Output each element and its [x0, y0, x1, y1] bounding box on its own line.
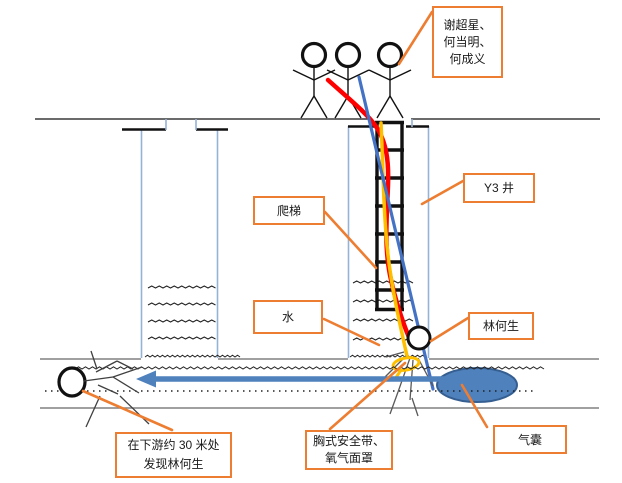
callout-water: 水 [253, 300, 323, 334]
downstream-label-line: 在下游约 30 米处 [127, 438, 220, 452]
rescuer-figures [292, 41, 412, 119]
tunnel-water-surface-wave [74, 366, 545, 370]
rescuer-head [334, 41, 362, 69]
rescuer-name-line: 何当明、 [443, 34, 492, 49]
callout-victim-name: 林何生 [468, 312, 534, 340]
yellow-harness-loop [391, 356, 421, 372]
left-shaft-water-waves [144, 285, 241, 358]
connector-downstream [81, 389, 174, 432]
connector-ladder [323, 210, 378, 270]
callout-found-downstream: 在下游约 30 米处 发现林何生 [115, 432, 232, 478]
drifted-victim-figure [57, 350, 150, 428]
rescuer-name-line: 何成义 [449, 51, 486, 66]
harness-label-line: 胸式安全带、 [312, 434, 385, 448]
victim-name-label: 林何生 [482, 319, 519, 333]
connector-airbag [460, 383, 489, 429]
rescuer-head [300, 41, 328, 69]
rescuer-figure-2 [326, 41, 370, 119]
rescuer-head [376, 41, 404, 69]
callout-connectors [81, 10, 489, 432]
callout-y3-well: Y3 井 [463, 173, 535, 203]
callout-airbag: 气囊 [493, 425, 567, 454]
rescuer-figure-3 [368, 41, 412, 119]
connector-y3-well [420, 179, 465, 206]
downstream-label-line: 发现林何生 [143, 457, 204, 471]
callout-rescuer-names: 谢超星、 何当明、 何成义 [432, 6, 503, 78]
y3-well-label: Y3 井 [483, 181, 514, 195]
connector-rescuers [397, 10, 434, 66]
victim-head [406, 325, 432, 351]
airbag-shape [436, 367, 518, 403]
airbag-label: 气囊 [517, 432, 542, 447]
drifted-victim-head [57, 366, 87, 398]
harness-label-line: 氧气面罩 [324, 451, 373, 465]
connector-water [322, 317, 381, 347]
callout-ladder: 爬梯 [253, 196, 325, 225]
rescuer-name-line: 谢超星、 [443, 17, 492, 32]
water-flow-arrow [136, 370, 505, 388]
connector-victim [429, 316, 470, 343]
callout-harness: 胸式安全带、 氧气面罩 [305, 430, 393, 470]
yellow-safety-line [379, 121, 409, 358]
left-shaft [122, 119, 241, 358]
water-label: 水 [281, 310, 294, 324]
drifted-victim-limbs [83, 350, 150, 428]
connector-harness [328, 361, 407, 431]
ladder-label: 爬梯 [276, 203, 301, 218]
victim-in-well [381, 325, 434, 417]
